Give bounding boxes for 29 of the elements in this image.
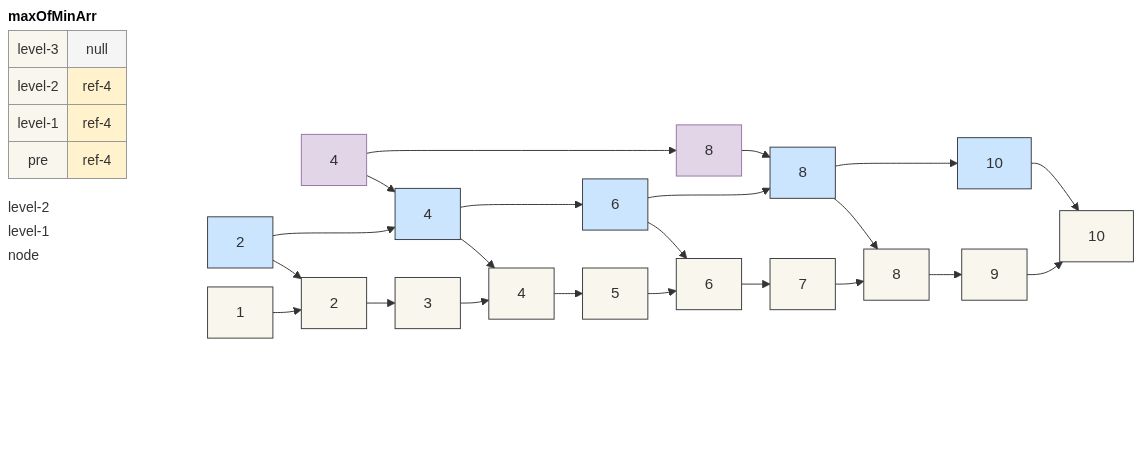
- node-box: 5: [582, 267, 649, 320]
- node-box: 1: [207, 286, 274, 339]
- node-box: 2: [300, 277, 368, 330]
- node-box: 2: [207, 216, 274, 269]
- node-box: 4: [394, 187, 461, 241]
- row-label: node: [8, 247, 41, 263]
- node-box: 4: [488, 267, 555, 320]
- node-box: 3: [394, 277, 461, 330]
- node-box: 8: [769, 146, 836, 199]
- reference-cell: null: [67, 30, 127, 68]
- level-cell: pre: [8, 141, 68, 179]
- node-box: 10: [957, 137, 1032, 190]
- reference-cell: ref-4: [67, 141, 127, 179]
- level-cell: level-1: [8, 104, 68, 142]
- node-box: 9: [961, 248, 1028, 301]
- node-box: 8: [863, 248, 930, 301]
- level-cell: level-2: [8, 67, 68, 105]
- table-title: maxOfMinArr: [8, 8, 98, 24]
- reference-cell: ref-4: [67, 67, 127, 105]
- node-box: 6: [675, 258, 743, 311]
- node-box: 4: [300, 133, 368, 186]
- level-cell: level-3: [8, 30, 68, 68]
- node-box: 7: [769, 258, 836, 311]
- node-box: 8: [675, 124, 743, 177]
- row-label: level-2: [8, 199, 51, 215]
- node-box: 10: [1059, 210, 1134, 263]
- reference-cell: ref-4: [67, 104, 127, 142]
- row-label: level-1: [8, 223, 51, 239]
- node-box: 6: [582, 178, 649, 231]
